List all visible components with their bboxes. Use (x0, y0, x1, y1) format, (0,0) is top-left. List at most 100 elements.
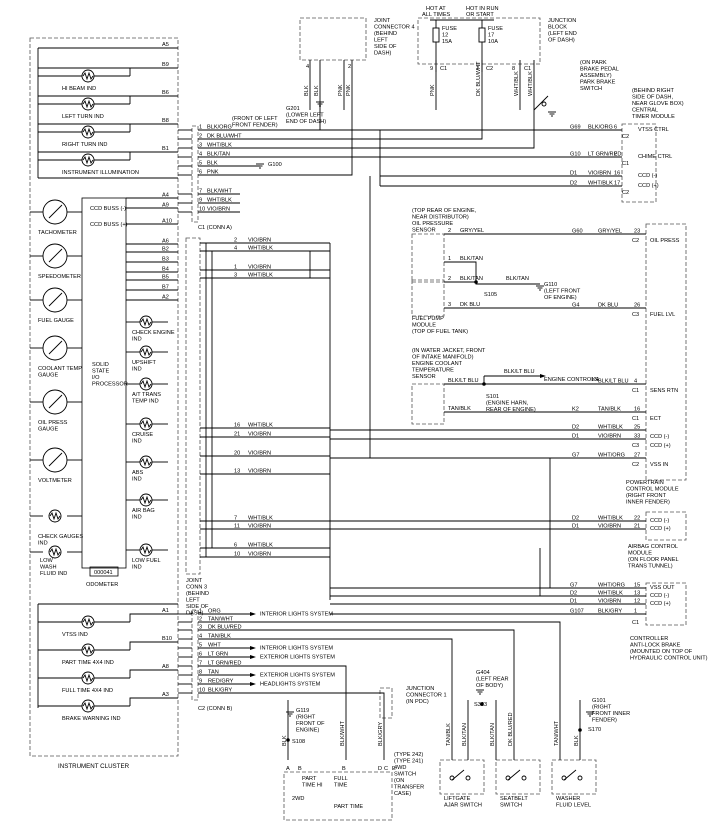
gauge-1-needle (48, 248, 63, 263)
top-wire-color: DK BLU/WHT (476, 61, 482, 96)
g119-text: (RIGHT (296, 715, 316, 721)
connector-a-pin: 1 (199, 125, 202, 131)
pcm-wire-color: DK BLU (598, 303, 618, 309)
connector-b-wire-color: BLK/GRY (208, 688, 232, 694)
pcm-pin: 16 (634, 407, 640, 413)
airbag-function: CCD (-) (650, 518, 669, 524)
abs-function: CCD (-) (650, 593, 669, 599)
s105-splice (474, 280, 478, 284)
indicator-label: LOW FUEL (132, 558, 161, 564)
connector-b-pin: 1 (199, 609, 202, 615)
k4-label: K4 (592, 377, 599, 383)
vtss-circuit: D2 (570, 181, 577, 187)
pcm-circuit: G4 (572, 303, 579, 309)
4wd-switch-text: CASE) (394, 791, 411, 797)
gauge-label: OIL PRESS (38, 420, 68, 426)
g101-text: FENDER) (592, 718, 617, 724)
junction-block-text: JUNCTION (548, 18, 576, 24)
connector-b-destination: EXTERIOR LIGHTS SYSTEM (260, 655, 335, 661)
bottom-lamp-1-filament (82, 645, 94, 655)
wire-pnk (240, 110, 353, 176)
vtss-function: CHIME CTRL (638, 154, 672, 160)
top-wire-color: PNK (430, 84, 436, 96)
park-brake-switch-text: (ON PARK (580, 60, 607, 66)
sensor-wire-color: GRY/YEL (460, 228, 484, 234)
joint-connector-3-wire-color: WHT/BLK (248, 543, 273, 549)
joint-connector-3-pin: 6 (234, 543, 237, 549)
pcm-pin: 33 (634, 434, 640, 440)
gauge-lamp-6 (48, 509, 62, 523)
cluster-pin-label: B6 (162, 90, 169, 96)
sensor-pin: 3 (448, 302, 451, 308)
connector-a-wire-color: BLK (207, 161, 218, 167)
indicator-label: IND (132, 337, 142, 343)
connector-a-pin: 4 (199, 152, 202, 158)
joint-connector-4-pin: 4 (306, 64, 309, 70)
pcm-wire-color: WHT/ORG (598, 453, 625, 459)
abs-connector: C1 (632, 620, 639, 626)
cluster-pin-label: A5 (162, 42, 169, 48)
oil-sensor-box (411, 233, 445, 283)
gauge-label: LOW (40, 558, 53, 564)
s323-label: S323 (474, 702, 487, 708)
hot-label: HOT AT (426, 6, 446, 12)
connector-b-destination: INTERIOR LIGHTS SYSTEM (260, 646, 333, 652)
cluster-pin-label: A6 (162, 239, 169, 245)
g101-text: G101 (592, 698, 606, 704)
pcm-function: CCD (+) (650, 443, 671, 449)
front-left-fender-text: FRONT FENDER) (232, 123, 278, 129)
indicator-label: UPSHIFT (132, 360, 157, 366)
g110-text: OF ENGINE) (544, 295, 577, 301)
park-brake-switch-blade (533, 95, 549, 111)
switch-contact (521, 775, 527, 781)
switch-contact (577, 775, 583, 781)
gauge-label: VOLTMETER (38, 478, 72, 484)
top-wire-color: BLK (304, 85, 310, 96)
fuel-module-text: (TOP OF FUEL TANK) (412, 329, 468, 335)
pcm-circuit: D2 (572, 425, 579, 431)
gauge-label: COOLANT TEMP (38, 366, 82, 372)
top-wire-color: WHT/BLK (514, 71, 520, 96)
processor-text-line: SOLID (92, 362, 109, 368)
fuse-17 (478, 27, 486, 43)
gauge-label: FUEL GAUGE (38, 318, 74, 324)
hot-label: HOT IN RUN (466, 6, 499, 12)
lamp-2-filament (82, 99, 94, 109)
pcm-circuit: G7 (572, 453, 579, 459)
wire-lt-grn-red (250, 665, 347, 700)
junction-block-pin: 9 (430, 66, 433, 72)
connector-b-wire-color: LT GRN (208, 652, 228, 658)
bottom-lamp-3-filament (82, 701, 94, 711)
lamp-return (129, 613, 178, 622)
cluster-pin-label: B7 (162, 285, 169, 291)
indicator-5-filament (140, 495, 152, 505)
park-brake-switch-text: PARK BRAKE (580, 80, 616, 86)
airbag-wire-color: VIO/BRN (598, 524, 621, 530)
indicator-label: IND (132, 565, 142, 571)
abs-circuit: G107 (570, 609, 584, 615)
indicator-4-filament (140, 457, 152, 467)
park-brake-switch-text: SWITCH (580, 86, 602, 92)
joint-connector-3-wire-color: VIO/BRN (248, 265, 271, 271)
airbag-wire-color: WHT/BLK (598, 516, 623, 522)
junction-connector-1-text: CONNECTOR 1 (406, 693, 447, 699)
arrow (540, 374, 546, 378)
connector-a-wire-color: BLK/ORG (207, 125, 232, 131)
park-brake-switch-contact (541, 101, 547, 107)
abs-controller-box (645, 582, 687, 626)
connector-b-body (191, 609, 199, 701)
gauge-lamp-7 (48, 545, 62, 559)
part-time-hi-label: TIME HI (302, 783, 323, 789)
junction-block-text: OF DASH) (548, 38, 575, 44)
gauge-label: TACHOMETER (38, 230, 77, 236)
pcm-function: CCD (-) (650, 434, 669, 440)
g101-text: (RIGHT (592, 705, 612, 711)
abs-controller-title: ANTI-LOCK BRAKE (630, 643, 681, 649)
abs-circuit: G7 (570, 583, 577, 589)
joint-connector-3-wire-color: VIO/BRN (248, 552, 271, 558)
pcm-connector: C2 (632, 462, 639, 468)
joint-connector-3-pin: 1 (234, 265, 237, 271)
wire-wht-blk (240, 110, 535, 149)
coolant-sensor-text: (IN WATER JACKET, FRONT (412, 348, 486, 354)
